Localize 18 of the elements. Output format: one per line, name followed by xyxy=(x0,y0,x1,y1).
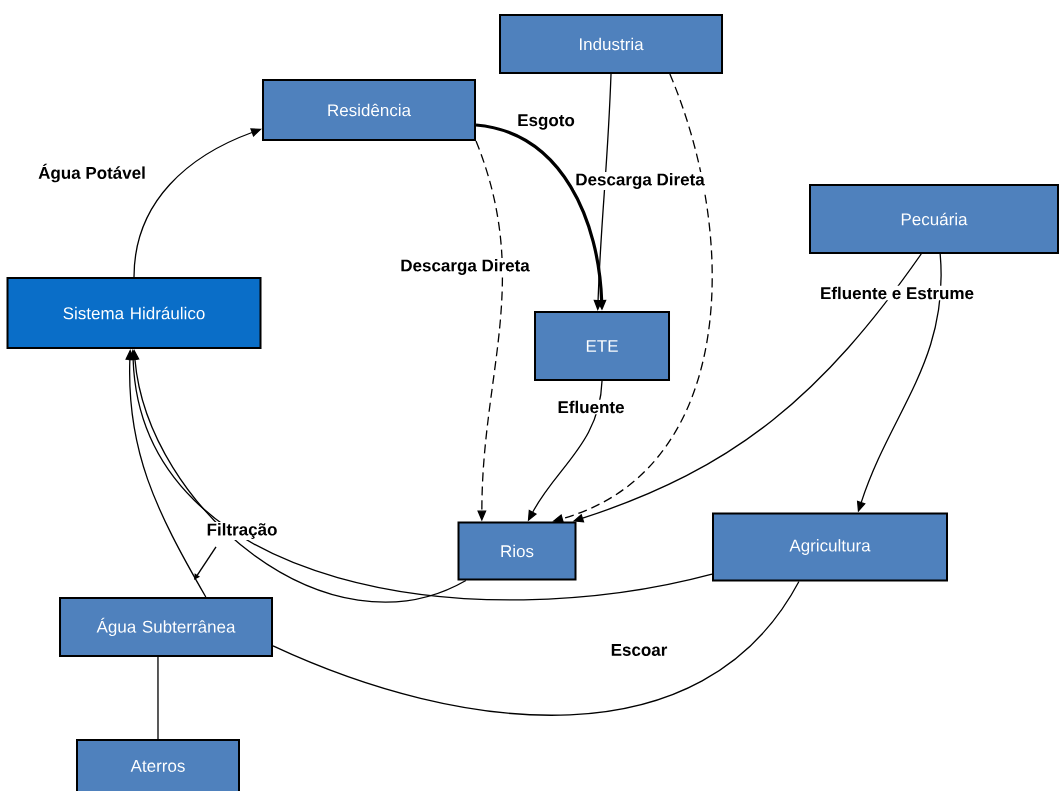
process-box: Sistema Hidráulico xyxy=(6,277,262,349)
process-box: Agricultura xyxy=(712,512,948,582)
arrow xyxy=(133,128,262,278)
edge-label: Escoar xyxy=(611,644,668,656)
process-box: Rios xyxy=(457,521,577,581)
process-box: ETE xyxy=(534,311,670,381)
process-box: Industria xyxy=(499,14,723,74)
process-box: Pecuária xyxy=(809,184,1059,254)
edge-label: Descarga Direta xyxy=(576,173,705,189)
edge-label: Descarga Direta xyxy=(401,259,530,275)
edge-label: Efluente e Estrume xyxy=(821,286,974,300)
process-box: Residência xyxy=(262,79,476,141)
edge-label: Esgoto xyxy=(518,114,575,130)
edge-label: Água Potável xyxy=(38,163,145,183)
process-label: Filtração xyxy=(207,523,277,539)
edge-label: Efluente xyxy=(558,400,624,414)
process-box: Água Subterrânea xyxy=(59,597,273,657)
process-box: Aterros xyxy=(76,739,240,791)
